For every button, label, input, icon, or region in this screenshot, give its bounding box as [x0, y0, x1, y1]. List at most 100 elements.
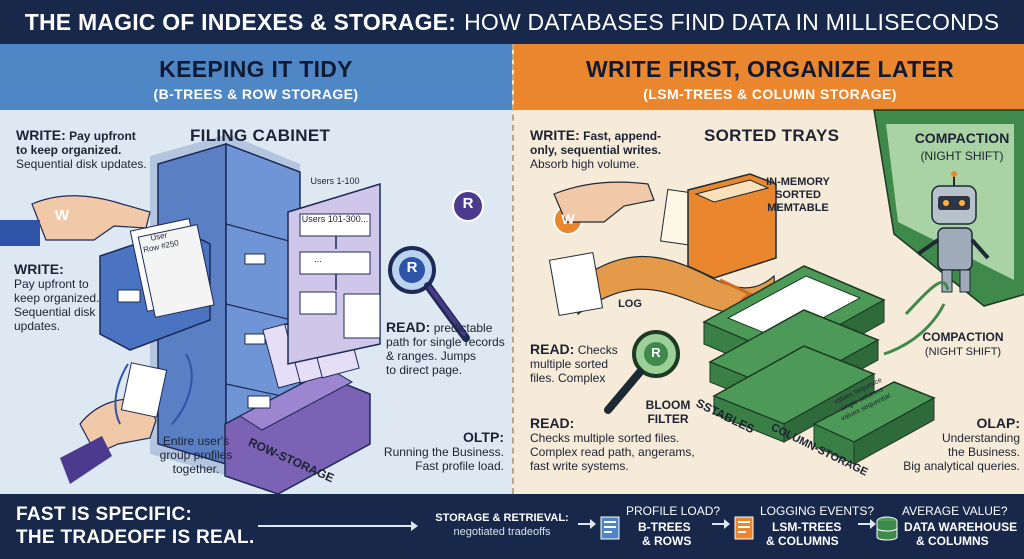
- filing-cabinet-title: FILING CABINET: [190, 126, 331, 145]
- read-note-lower: READ: Checks multiple sorted files. Comp…: [530, 416, 720, 473]
- write-note-line: Pay upfront to: [14, 277, 89, 291]
- compaction-label-text: COMPACTION: [922, 330, 1004, 344]
- memtable-label-line: MEMTABLE: [767, 202, 829, 214]
- read-note-line: Complex read path, angerams,: [530, 445, 695, 459]
- right-heading: WRITE FIRST, ORGANIZE LATER: [586, 56, 954, 82]
- choice-answer: LSM-TREES: [772, 520, 842, 534]
- bottom-title-line: FAST IS SPECIFIC:: [16, 504, 193, 525]
- write-note-top: WRITE: Pay upfront to keep organized. Se…: [16, 128, 176, 171]
- read-label: READ:: [530, 341, 575, 357]
- compaction-label-sub: (NIGHT SHIFT): [924, 346, 1002, 358]
- memtable-label-line: IN-MEMORY: [766, 176, 830, 188]
- memtable: [687, 173, 777, 302]
- oltp-label: OLTP:: [463, 429, 504, 445]
- write-note-body: Fast, append-: [583, 129, 662, 143]
- compaction-arrow: [904, 280, 950, 316]
- read-note-line: & ranges. Jumps: [386, 349, 477, 363]
- memtable-label: IN-MEMORY SORTED MEMTABLE: [750, 176, 846, 215]
- write-label: WRITE:: [16, 127, 66, 143]
- title-subtitle: HOW DATABASES FIND DATA IN MILLISECONDS: [464, 8, 1000, 35]
- hand-icon: [553, 181, 655, 223]
- write-label: WRITE:: [14, 261, 64, 277]
- olap-note: OLAP: Understanding the Business. Big an…: [884, 416, 1020, 473]
- write-note-line: keep organized.: [14, 291, 100, 305]
- choice-answer: & ROWS: [642, 534, 692, 548]
- choice-profile-load: PROFILE LOAD? B-TREES & ROWS: [600, 504, 720, 550]
- write-note-body: to keep organized.: [16, 143, 122, 157]
- column-storage-block: [812, 381, 936, 465]
- profile-note-line: group profiles: [159, 448, 233, 462]
- olap-note-line: Understanding: [941, 431, 1020, 445]
- sorted-trays-illustration: [548, 109, 1024, 465]
- olap-note-line: Big analytical queries.: [903, 459, 1020, 473]
- choice-question: AVERAGE VALUE?: [902, 504, 1008, 518]
- open-drawer-top: [99, 218, 215, 351]
- profile-note-line: Entire user's: [162, 434, 230, 448]
- oltp-note-line: Running the Business.: [383, 445, 504, 459]
- left-panel: KEEPING IT TIDY (B-TREES & ROW STORAGE): [0, 44, 512, 494]
- write-label: WRITE:: [530, 127, 580, 143]
- read-badge-letter: R: [651, 345, 661, 360]
- bottom-bar: FAST IS SPECIFIC: THE TRADEOFF IS REAL. …: [0, 494, 1024, 559]
- write-note-line: Sequential disk: [14, 305, 96, 319]
- compaction-title-sub: (NIGHT SHIFT): [920, 149, 1004, 163]
- choice-arrow: [712, 519, 730, 529]
- write-badge-letter: W: [54, 207, 70, 224]
- read-note-line: multiple sorted: [530, 357, 609, 371]
- bloom-filter-line: BLOOM: [645, 398, 691, 412]
- log-stream: [548, 188, 777, 316]
- choice-answer: DATA WAREHOUSE: [904, 520, 1018, 534]
- read-note-line: path for single records: [386, 335, 505, 349]
- flow-arrow: [171, 353, 193, 425]
- compaction-title-text: COMPACTION: [914, 130, 1010, 146]
- title-bar: THE MAGIC OF INDEXES & STORAGE: HOW DATA…: [0, 0, 1024, 44]
- lens-badge-letter: R: [406, 259, 418, 276]
- choice-question: PROFILE LOAD?: [626, 504, 721, 518]
- compaction-arrow: [883, 303, 946, 356]
- hand-icon: [60, 362, 168, 484]
- write-badge-letter: W: [561, 211, 575, 227]
- profile-note-line: together.: [172, 462, 220, 476]
- index-card-label: ...: [314, 254, 322, 264]
- left-subheading: (B-TREES & ROW STORAGE): [153, 86, 359, 102]
- right-panel: WRITE FIRST, ORGANIZE LATER (LSM-TREES &…: [512, 44, 1024, 494]
- storage-retrieval-label: STORAGE & RETRIEVAL:: [435, 512, 569, 524]
- read-badge-letter: R: [462, 195, 474, 212]
- left-header-band: KEEPING IT TIDY (B-TREES & ROW STORAGE): [0, 44, 512, 110]
- read-note-line: predictable: [433, 321, 493, 335]
- document-icon: [600, 516, 620, 540]
- memtable-label-line: SORTED: [775, 189, 821, 201]
- right-header-band: WRITE FIRST, ORGANIZE LATER (LSM-TREES &…: [514, 44, 1024, 110]
- choice-average-value: AVERAGE VALUE? DATA WAREHOUSE & COLUMNS: [876, 504, 1022, 550]
- compaction-title: COMPACTION (NIGHT SHIFT): [902, 130, 1022, 165]
- bloom-filter-line: FILTER: [647, 412, 689, 426]
- profile-note: Entire user's group profiles together.: [148, 434, 244, 476]
- oltp-note: OLTP: Running the Business. Fast profile…: [378, 430, 504, 473]
- bloom-filter-label: BLOOM FILTER: [636, 398, 700, 426]
- title-main: THE MAGIC OF INDEXES & STORAGE:: [24, 8, 457, 35]
- choice-answer: B-TREES: [638, 520, 691, 534]
- right-subheading: (LSM-TREES & COLUMN STORAGE): [643, 86, 897, 102]
- storage-retrieval: STORAGE & RETRIEVAL: negotiated tradeoff…: [432, 512, 572, 538]
- write-note-body: Sequential disk updates.: [16, 157, 147, 171]
- read-label: READ:: [386, 319, 431, 335]
- olap-note-line: the Business.: [947, 445, 1020, 459]
- choice-logging-events: LOGGING EVENTS? LSM-TREES & COLUMNS: [734, 504, 874, 550]
- choice-arrow: [578, 519, 596, 529]
- index-card-label: Users 1-100: [310, 176, 360, 186]
- index-card-label: Users 101-300...: [301, 214, 369, 224]
- read-badge-icon: [452, 190, 484, 222]
- robot-icon: [916, 171, 990, 293]
- read-label: READ:: [530, 415, 575, 431]
- index-cards: [287, 182, 381, 365]
- write-note-middle: WRITE: Pay upfront to keep organized. Se…: [14, 262, 124, 333]
- write-note-body: only, sequential writes.: [530, 143, 662, 157]
- filing-cabinet-illustration: [0, 134, 484, 494]
- oltp-note-line: Fast profile load.: [415, 459, 504, 473]
- log-label: LOG: [618, 298, 642, 310]
- read-note-line: to direct page.: [386, 363, 463, 377]
- write-note: WRITE: Fast, append- only, sequential wr…: [530, 128, 690, 171]
- bottom-title-line: THE TRADEOFF IS REAL.: [16, 527, 255, 548]
- read-note-line: files. Complex: [530, 371, 606, 385]
- choice-answer: & COLUMNS: [916, 534, 989, 548]
